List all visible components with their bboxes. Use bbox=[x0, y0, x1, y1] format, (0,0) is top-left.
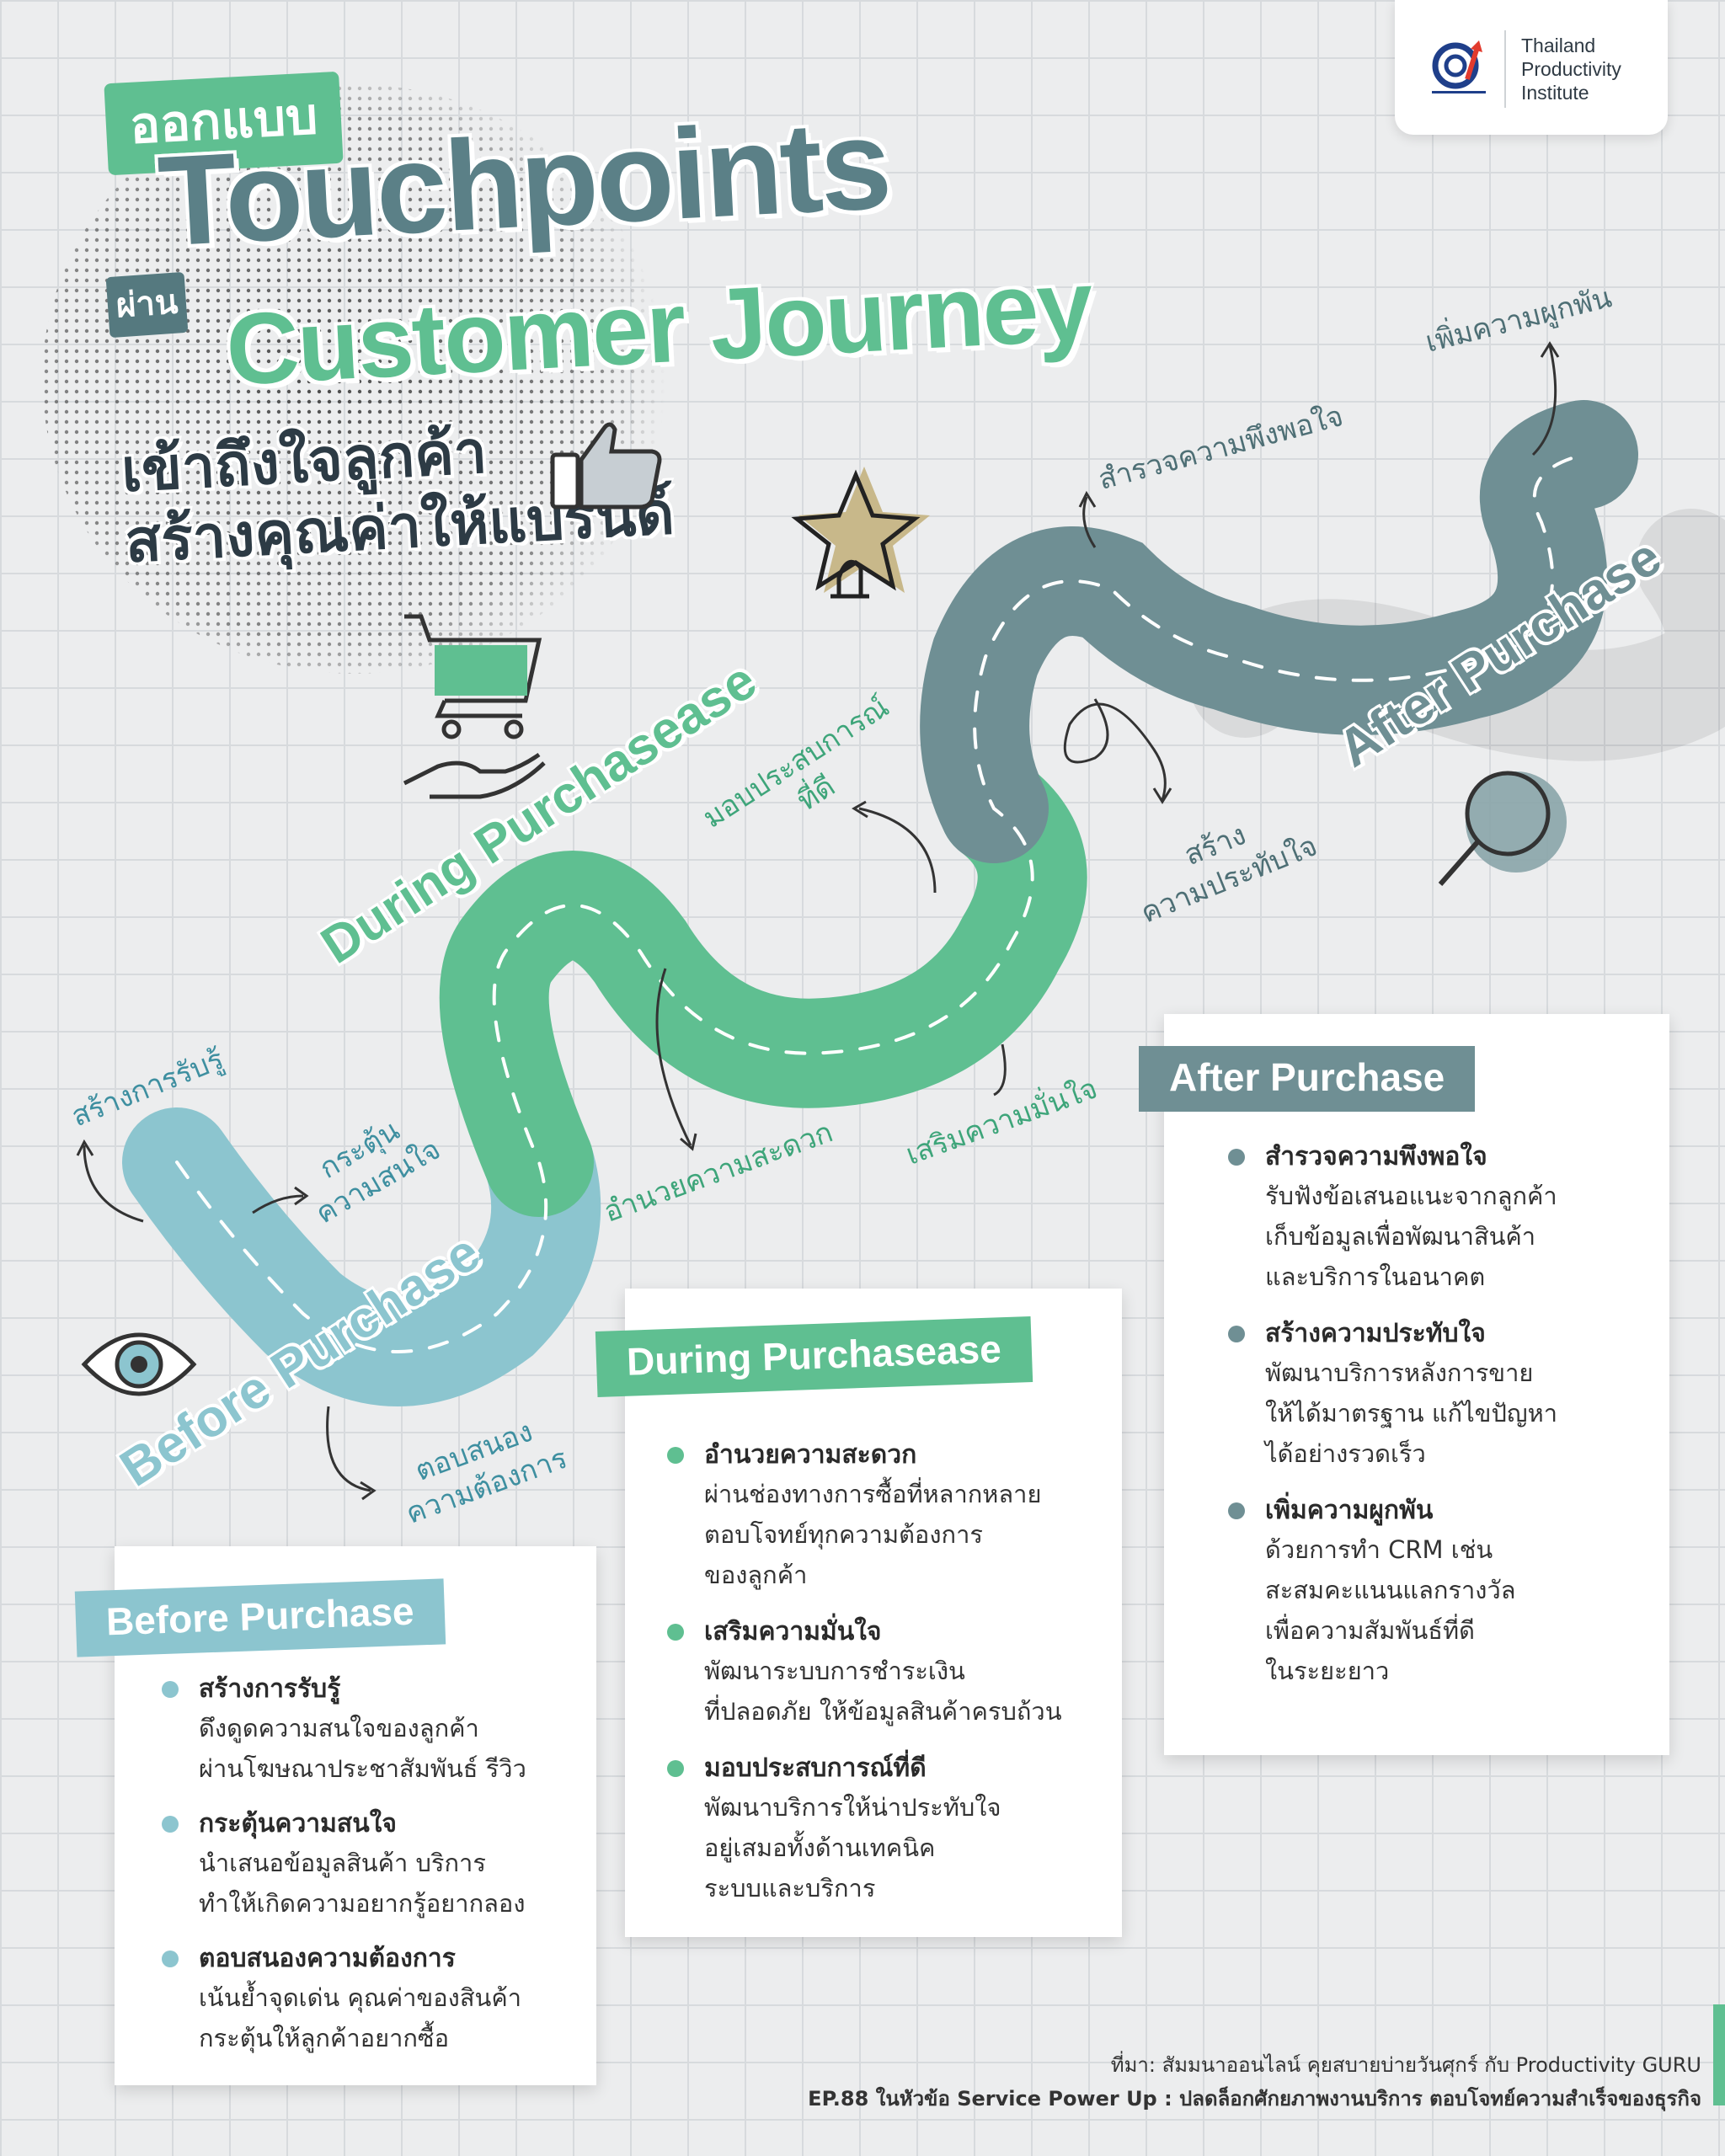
bullet-icon bbox=[162, 1951, 179, 1967]
item-desc: ดึงดูดความสนใจของลูกค้า ผ่านโฆษณาประชาสั… bbox=[199, 1714, 526, 1783]
magnifier-icon bbox=[1438, 771, 1567, 886]
item-title: กระตุ้นความสนใจ bbox=[199, 1809, 397, 1838]
card-before-heading: Before Purchase bbox=[74, 1578, 446, 1657]
item-title: สร้างความประทับใจ bbox=[1265, 1319, 1486, 1348]
card-during-heading: During Purchasease bbox=[595, 1316, 1033, 1397]
footer-accent-bar bbox=[1713, 2004, 1725, 2105]
item-desc: นำเสนอข้อมูลสินค้า บริการ ทำให้เกิดความอ… bbox=[199, 1849, 526, 1918]
item-title: สร้างการรับรู้ bbox=[199, 1674, 341, 1704]
logo-text: Thailand Productivity Institute bbox=[1521, 34, 1621, 104]
tpi-logo-icon bbox=[1432, 40, 1486, 93]
logo-divider bbox=[1504, 30, 1506, 108]
item-desc: รับฟังข้อเสนอแนะจากลูกค้า เก็บข้อมูลเพื่… bbox=[1265, 1182, 1557, 1291]
item-desc: เน้นย้ำจุดเด่น คุณค่าของสินค้า กระตุ้นให… bbox=[199, 1983, 522, 2052]
bullet-icon bbox=[667, 1760, 684, 1777]
star-icon bbox=[791, 467, 930, 599]
item-desc: ด้วยการทำ CRM เช่น สะสมคะแนนแลกรางวัล เพ… bbox=[1265, 1535, 1516, 1685]
shopping-cart-icon bbox=[403, 614, 546, 799]
source-line-2: EP.88 ในหัวข้อ Service Power Up : ปลดล็อ… bbox=[808, 2087, 1701, 2111]
item-desc: ผ่านช่องทางการซื้อที่หลากหลาย ตอบโจทย์ทุ… bbox=[704, 1480, 1042, 1589]
source-line-1: ที่มา: สัมมนาออนไลน์ คุยสบายบ่ายวันศุกร์… bbox=[1110, 2053, 1701, 2077]
logo-line-1: Thailand bbox=[1521, 35, 1596, 56]
bullet-icon bbox=[1228, 1149, 1245, 1166]
bullet-icon bbox=[667, 1447, 684, 1464]
halftone-pattern bbox=[42, 84, 665, 674]
card-before: Before Purchase สร้างการรับรู้ ดึงดูดควา… bbox=[74, 1546, 596, 2085]
eye-icon bbox=[81, 1332, 197, 1396]
card-after-heading: After Purchase bbox=[1139, 1046, 1476, 1112]
item-desc: พัฒนาบริการให้น่าประทับใจ อยู่เสมอทั้งด้… bbox=[704, 1793, 1001, 1903]
thumbs-up-icon bbox=[550, 422, 662, 510]
item-desc: พัฒนาบริการหลังการขาย ให้ได้มาตรฐาน แก้ไ… bbox=[1265, 1358, 1558, 1468]
road-during bbox=[439, 754, 1087, 1217]
item-title: มอบประสบการณ์ที่ดี bbox=[704, 1753, 927, 1783]
bullet-icon bbox=[1228, 1502, 1245, 1519]
item-desc: พัฒนาระบบการชำระเงิน ที่ปลอดภัย ให้ข้อมู… bbox=[704, 1657, 1062, 1726]
logo-line-2: Productivity bbox=[1521, 58, 1621, 80]
item-title: เสริมความมั่นใจ bbox=[704, 1617, 882, 1646]
item-title: อำนวยความสะดวก bbox=[704, 1440, 917, 1470]
logo-card: Thailand Productivity Institute bbox=[1395, 0, 1668, 135]
bullet-icon bbox=[667, 1624, 684, 1641]
card-during: During Purchasease อำนวยความสะดวก ผ่านช่… bbox=[595, 1289, 1122, 1937]
item-title: สำรวจความพึงพอใจ bbox=[1265, 1142, 1487, 1171]
item-title: ตอบสนองความต้องการ bbox=[199, 1944, 456, 1973]
logo-line-3: Institute bbox=[1521, 82, 1589, 104]
item-title: เพิ่มความผูกพัน bbox=[1265, 1496, 1434, 1525]
card-after: After Purchase สำรวจความพึงพอใจ รับฟังข้… bbox=[1139, 1014, 1669, 1755]
bullet-icon bbox=[162, 1681, 179, 1698]
bullet-icon bbox=[162, 1816, 179, 1833]
bullet-icon bbox=[1228, 1326, 1245, 1342]
